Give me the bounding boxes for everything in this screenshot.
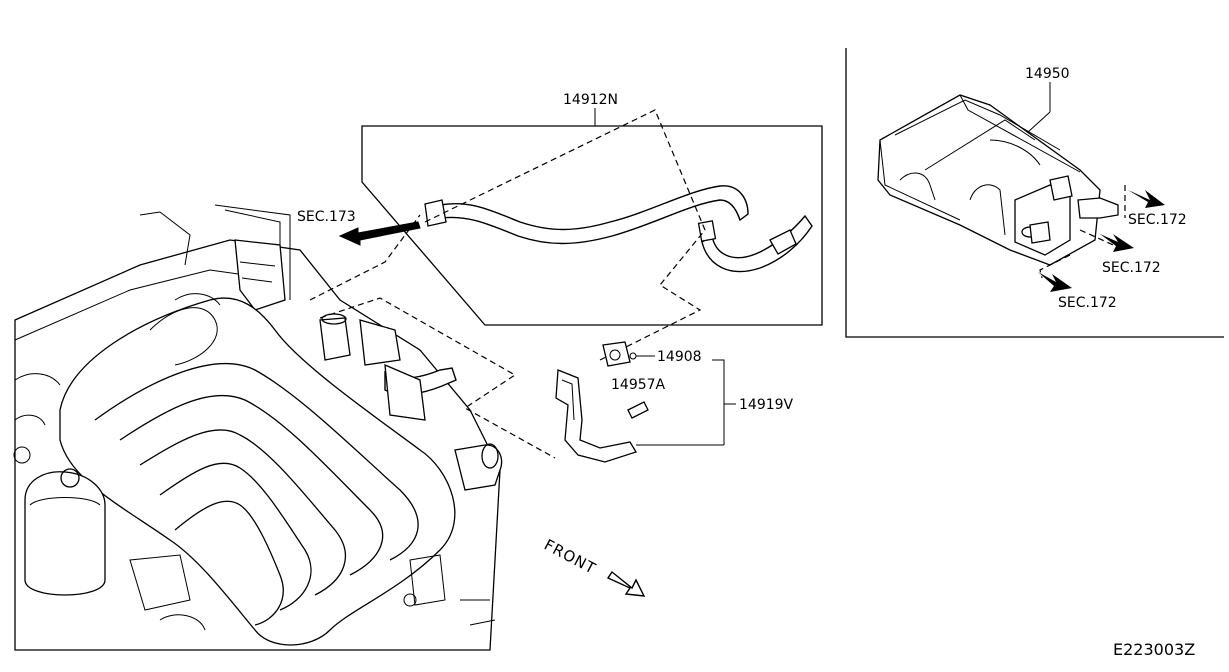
label-sec-172-b: SEC.172 [1102,260,1161,276]
label-canister: 14950 [1025,66,1070,82]
label-purge-hose: 14912N [563,92,618,108]
bracket-solenoid-group [555,341,736,463]
front-arrow-icon [606,570,646,597]
purge-hose-group [309,108,823,459]
engine-illustration [13,204,503,651]
label-sec-172-a: SEC.172 [1128,212,1187,228]
canister-group [845,48,1224,338]
label-solenoid: 14908 [657,349,702,365]
label-front: FRONT [541,536,599,578]
label-sec-172-c: SEC.172 [1058,295,1117,311]
label-sec-173: SEC.173 [297,209,356,225]
diagram-code: E223003Z [1113,640,1195,659]
label-bracket: 14919V [739,397,794,413]
label-bolt: 14957A [611,377,666,393]
